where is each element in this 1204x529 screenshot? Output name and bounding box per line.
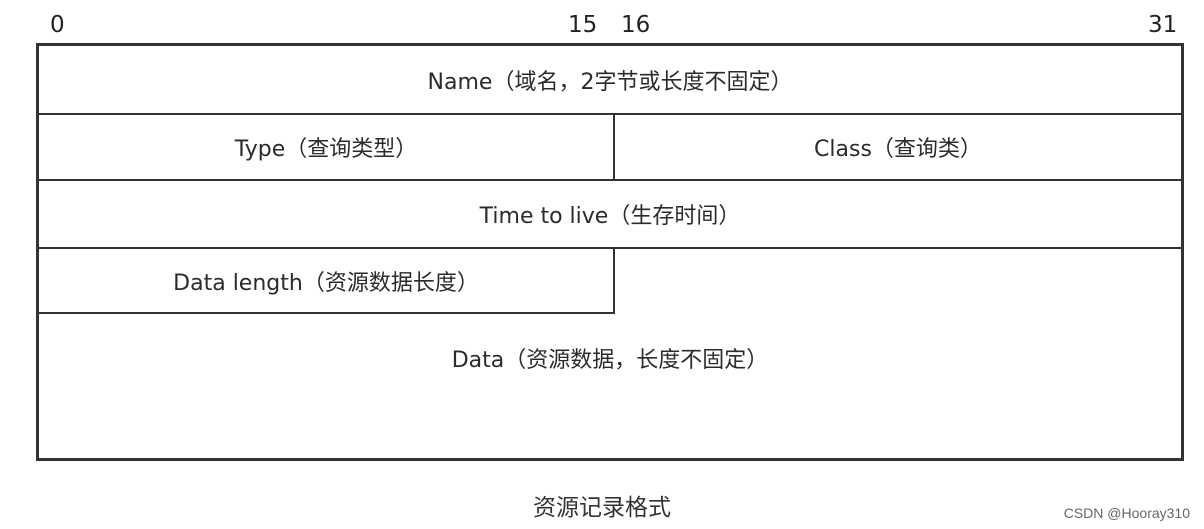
row-divider <box>39 113 1181 115</box>
bit-label-16: 16 <box>621 12 651 38</box>
field-data: Data（资源数据，长度不固定） <box>451 348 769 373</box>
row-divider <box>39 312 615 314</box>
field-type: Type（查询类型） <box>234 137 418 162</box>
row-divider <box>39 179 1181 181</box>
field-name: Name（域名，2字节或长度不固定） <box>427 69 793 95</box>
resource-record-diagram: Name（域名，2字节或长度不固定） Type（查询类型） Class（查询类）… <box>36 43 1184 461</box>
field-ttl: Time to live（生存时间） <box>479 204 741 229</box>
bit-label-31: 31 <box>1148 12 1178 38</box>
field-class: Class（查询类） <box>814 137 982 162</box>
diagram-caption: 资源记录格式 <box>533 495 671 521</box>
bit-label-15: 15 <box>568 12 598 38</box>
field-data-length: Data length（资源数据长度） <box>173 270 479 296</box>
column-divider <box>613 113 615 181</box>
column-divider <box>613 247 615 314</box>
row-divider <box>39 247 1181 249</box>
bit-label-0: 0 <box>50 12 65 38</box>
watermark: CSDN @Hooray310 <box>1063 505 1190 521</box>
